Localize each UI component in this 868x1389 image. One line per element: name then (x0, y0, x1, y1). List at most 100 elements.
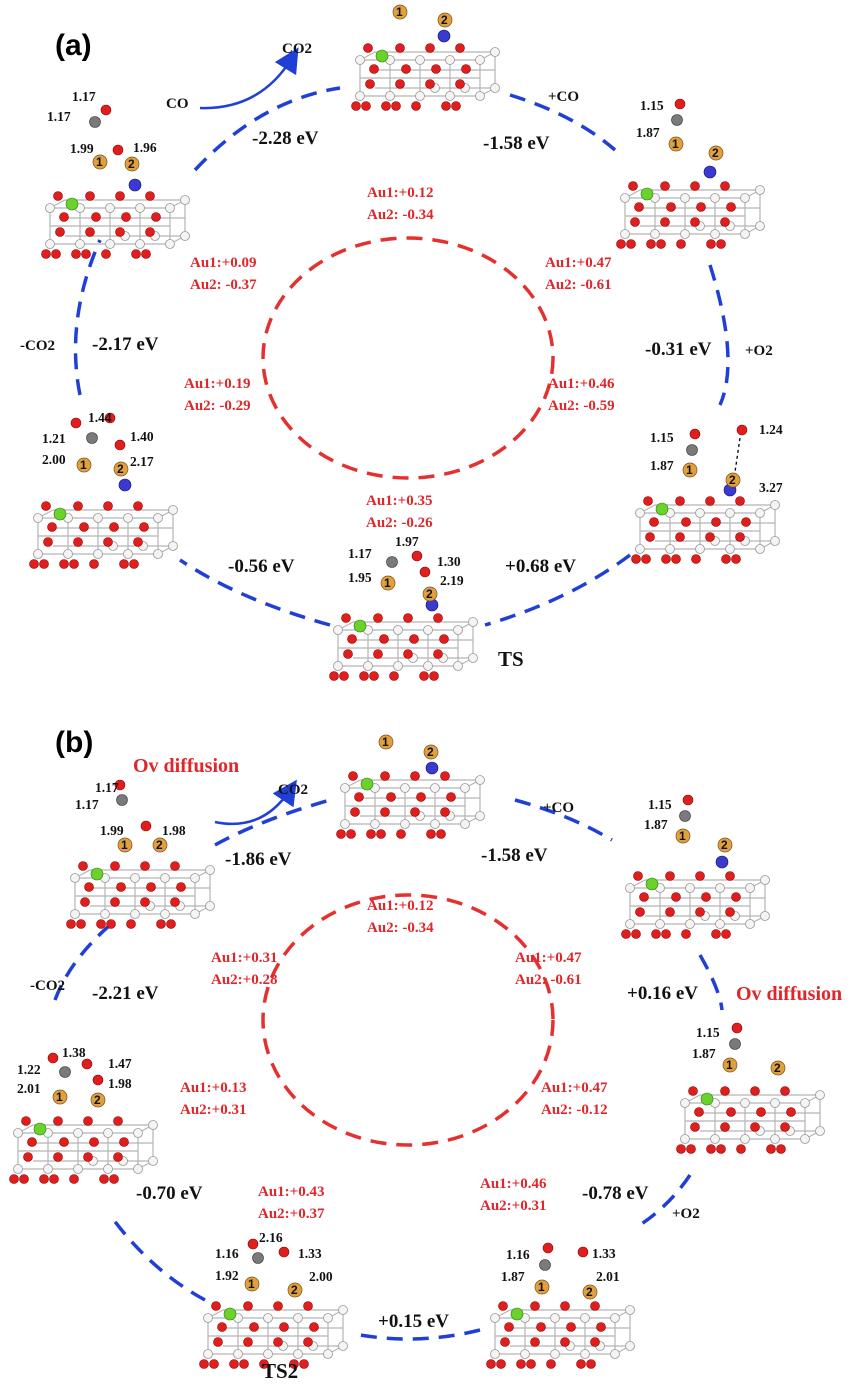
svg-text:1: 1 (121, 838, 128, 852)
panel-b-ts2-label: TS2 (262, 1359, 298, 1383)
svg-text:Au2:+0.31: Au2:+0.31 (180, 1102, 246, 1118)
svg-text:Au1:+0.35: Au1:+0.35 (366, 493, 432, 509)
panel-a-energy-1: -2.28 eV (252, 128, 319, 149)
svg-text:2.00: 2.00 (42, 452, 66, 467)
panel-b-structure-ts2: 1 2 2.16 1.16 1.33 1.92 2.00 (198, 1230, 349, 1370)
svg-text:Au2: -0.34: Au2: -0.34 (367, 207, 434, 223)
svg-text:1.98: 1.98 (162, 823, 186, 838)
svg-text:1: 1 (396, 5, 403, 19)
svg-text:2: 2 (156, 838, 163, 852)
svg-text:1.17: 1.17 (47, 109, 71, 124)
svg-text:Au1:+0.13: Au1:+0.13 (180, 1080, 246, 1096)
svg-text:Au1:+0.46: Au1:+0.46 (480, 1176, 547, 1192)
panel-b-structure-4: 1 2 1.15 1.87 (675, 1022, 826, 1155)
panel-a-structure-ts: 1 2 1.17 1.97 1.30 1.95 2.19 (328, 534, 479, 682)
panel-a-ts-label: TS (498, 647, 524, 671)
svg-text:1.16: 1.16 (506, 1247, 530, 1262)
svg-text:1.17: 1.17 (75, 797, 99, 812)
panel-a-co-label: CO (166, 96, 189, 112)
panel-a-co2-label: CO2 (282, 41, 312, 57)
svg-text:1.99: 1.99 (70, 141, 94, 156)
svg-text:1.87: 1.87 (692, 1046, 716, 1061)
svg-text:3.27: 3.27 (759, 480, 783, 495)
svg-text:1.95: 1.95 (348, 570, 372, 585)
panel-b-energy-2: -1.58 eV (481, 845, 548, 866)
svg-text:1.17: 1.17 (95, 780, 119, 795)
panel-a-energy-2: -1.58 eV (483, 133, 550, 154)
svg-text:1.87: 1.87 (636, 125, 660, 140)
svg-text:Au1:+0.46: Au1:+0.46 (548, 376, 615, 392)
svg-text:1.87: 1.87 (650, 458, 674, 473)
panel-b-label: (b) (55, 726, 93, 759)
svg-text:2: 2 (774, 1061, 781, 1075)
svg-text:2.01: 2.01 (596, 1269, 620, 1284)
svg-text:Au1:+0.47: Au1:+0.47 (545, 255, 612, 271)
svg-text:2.01: 2.01 (17, 1081, 41, 1096)
panel-a-structure-1: 1 2 1.17 1.17 1.99 1.96 (40, 89, 191, 260)
panel-b-plus-co: +CO (543, 800, 574, 816)
svg-text:1.97: 1.97 (395, 534, 419, 549)
panel-b-energy-4: -0.78 eV (582, 1183, 649, 1204)
panel-b-energy-7: -2.21 eV (92, 983, 159, 1004)
panel-b-structure-1: 1 2 1.17 1.17 1.99 1.98 (65, 779, 216, 930)
svg-text:2: 2 (729, 473, 736, 487)
svg-text:1: 1 (382, 735, 389, 749)
svg-text:1: 1 (80, 458, 87, 472)
svg-text:1.17: 1.17 (348, 546, 372, 561)
panel-a-plus-co: +CO (548, 89, 579, 105)
panel-b-plus-o2: +O2 (672, 1206, 700, 1222)
svg-text:Au2: -0.37: Au2: -0.37 (190, 277, 257, 293)
svg-text:1.96: 1.96 (133, 140, 157, 155)
panel-b-cycle-path (53, 798, 724, 1341)
svg-text:Au1:+0.47: Au1:+0.47 (541, 1080, 608, 1096)
svg-text:1.22: 1.22 (17, 1062, 41, 1077)
svg-text:1.47: 1.47 (108, 1056, 132, 1071)
panel-b-structure-5: 1 2 1.16 1.87 1.33 2.01 (485, 1242, 636, 1370)
svg-text:Au1:+0.12: Au1:+0.12 (367, 898, 433, 914)
svg-text:1.15: 1.15 (696, 1025, 720, 1040)
svg-text:1.99: 1.99 (100, 823, 124, 838)
svg-text:1.16: 1.16 (215, 1246, 239, 1261)
svg-text:1: 1 (384, 576, 391, 590)
svg-text:2: 2 (712, 146, 719, 160)
svg-text:2.17: 2.17 (130, 454, 154, 469)
panel-a-energy-4: +0.68 eV (505, 556, 576, 577)
svg-text:1.15: 1.15 (650, 430, 674, 445)
svg-text:Au1:+0.43: Au1:+0.43 (258, 1184, 324, 1200)
svg-text:1: 1 (248, 1277, 255, 1291)
svg-text:Au2: -0.59: Au2: -0.59 (548, 398, 615, 414)
svg-text:1.30: 1.30 (437, 554, 461, 569)
panel-a-energy-6: -2.17 eV (92, 334, 159, 355)
svg-text:1: 1 (726, 1058, 733, 1072)
panel-a-cycle-path (73, 86, 730, 627)
panel-b-energy-1: -1.86 eV (225, 849, 292, 870)
svg-text:Au1:+0.09: Au1:+0.09 (190, 255, 256, 271)
svg-text:2: 2 (291, 1283, 298, 1297)
panel-b-structure-7: 1 2 1.38 1.22 1.47 2.01 1.98 (8, 1045, 159, 1185)
svg-text:Au1:+0.31: Au1:+0.31 (211, 950, 277, 966)
panel-b-minus-co2: -CO2 (30, 978, 65, 994)
svg-text:Au2:+0.28: Au2:+0.28 (211, 972, 277, 988)
panel-a-minus-co2: -CO2 (20, 338, 55, 354)
svg-text:2: 2 (441, 13, 448, 27)
svg-text:1.40: 1.40 (130, 429, 154, 444)
svg-text:Au2: -0.61: Au2: -0.61 (515, 972, 582, 988)
panel-b-charge-ring (261, 893, 555, 1147)
svg-text:1.98: 1.98 (108, 1076, 132, 1091)
panel-b-structure-top: 1 2 (335, 734, 486, 840)
panel-a-label: (a) (55, 29, 92, 62)
panel-a-structure-4: 1 2 1.15 1.87 1.24 3.27 (630, 422, 783, 565)
panel-a-charge-ring (261, 236, 555, 480)
svg-text:1.24: 1.24 (759, 422, 783, 437)
panel-a-energy-3: -0.31 eV (645, 339, 712, 360)
svg-text:Au2: -0.29: Au2: -0.29 (184, 398, 251, 414)
svg-text:2: 2 (94, 1093, 101, 1107)
panel-a-structure-3: 1 2 1.15 1.87 (615, 98, 766, 250)
svg-text:1.38: 1.38 (62, 1045, 86, 1060)
panel-a-plus-o2: +O2 (745, 343, 773, 359)
svg-text:1.92: 1.92 (215, 1268, 239, 1283)
